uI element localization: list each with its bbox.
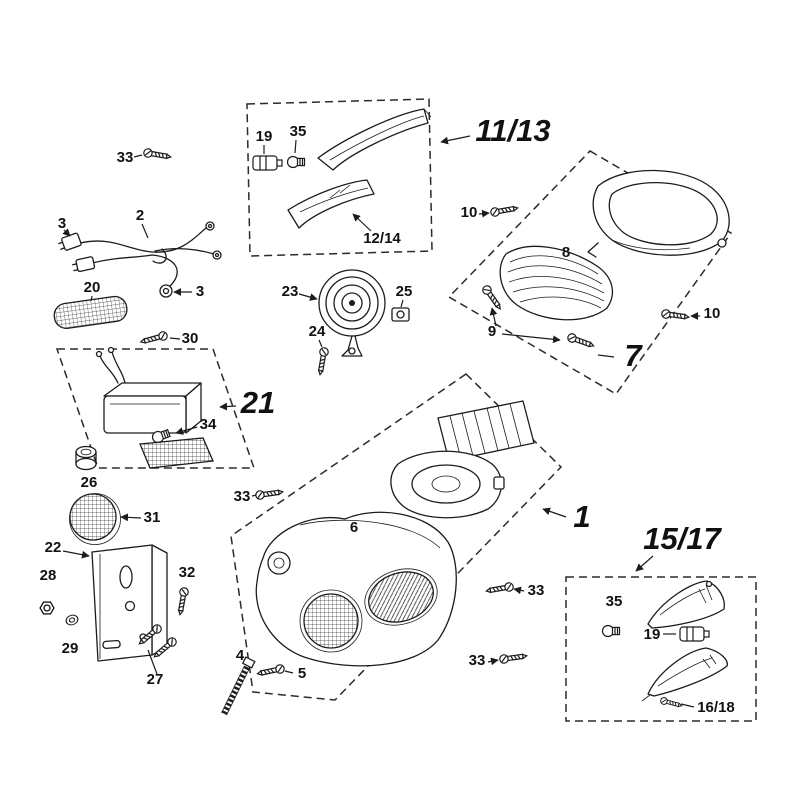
leader-15-17: [635, 555, 654, 572]
clip-25: [391, 299, 410, 322]
wiring-harness-2: [58, 221, 222, 298]
callout-4: 4: [236, 647, 245, 664]
callout-12-14: 12/14: [363, 230, 401, 247]
leader-23: [298, 293, 318, 301]
screw-10-right: [660, 308, 700, 322]
leader-31: [120, 513, 142, 522]
group-label-11-13: 11/13: [475, 113, 550, 148]
leader-12-14: [352, 213, 372, 232]
callout-35-bottom-right: 35: [606, 593, 623, 610]
callout-10-left: 10: [461, 204, 478, 221]
callout-30: 30: [182, 330, 199, 347]
callout-10-right: 10: [704, 305, 721, 322]
leader-20: [90, 295, 93, 302]
callout-5: 5: [298, 665, 306, 682]
callout-26: 26: [81, 474, 98, 491]
callout-29: 29: [62, 640, 79, 657]
group-label-1: 1: [573, 499, 590, 534]
leader-7: [597, 354, 615, 358]
group-label-21: 21: [240, 385, 275, 420]
callout-24: 24: [309, 323, 326, 340]
bulb-holder-19-bottom-right: [663, 626, 710, 642]
lens-15-17-lower: [641, 647, 728, 702]
tail-light-21: [95, 346, 214, 469]
bulb-35-bottom-right: [601, 624, 621, 638]
callout-35-top: 35: [290, 123, 307, 140]
callout-32: 32: [179, 564, 196, 581]
screws-27: [136, 622, 179, 675]
leader-22: [62, 550, 90, 559]
indicator-lens-lower: [287, 179, 375, 229]
callout-19-bottom-right: 19: [644, 626, 661, 643]
screw-24: [315, 339, 330, 376]
group-box-1: [230, 373, 563, 701]
bulb-holder-19-top: [252, 145, 283, 171]
leader-34: [175, 426, 198, 435]
group-label-15-17: 15/17: [643, 521, 722, 556]
bolt-4: [221, 656, 256, 716]
callout-25: 25: [396, 283, 413, 300]
group-box-15-17: [565, 576, 757, 722]
callout-34: 34: [200, 416, 217, 433]
grille-20: [53, 295, 128, 329]
callout-23: 23: [282, 283, 299, 300]
callout-28: 28: [40, 567, 57, 584]
indicator-lens-upper: [317, 108, 432, 171]
headlight-housing-1: [255, 511, 457, 667]
vent-panel-1: [437, 400, 535, 462]
washer-29: [64, 612, 80, 628]
leader-21: [219, 402, 237, 411]
leader-3-left: [62, 228, 71, 237]
callout-22: 22: [45, 539, 62, 556]
callout-19-top: 19: [256, 128, 273, 145]
bulb-35-top: [286, 139, 306, 169]
screw-32: [175, 586, 190, 616]
leader-11-13: [440, 135, 471, 145]
cap-26: [75, 445, 97, 471]
screw-33-top-left: [133, 147, 172, 162]
screw-5: [256, 663, 294, 679]
callout-33-right: 33: [528, 582, 545, 599]
bracket-22: [91, 544, 168, 662]
callout-2: 2: [136, 207, 144, 224]
lens-15-17-upper: [647, 580, 725, 629]
horn-23: [318, 269, 386, 357]
leader-1: [542, 507, 567, 518]
callout-8: 8: [562, 244, 570, 261]
screw-33-right: [485, 581, 525, 596]
callout-27: 27: [147, 671, 164, 688]
group-label-7: 7: [624, 338, 643, 373]
callout-6: 6: [350, 519, 358, 536]
callout-20: 20: [84, 279, 101, 296]
group-box-21: [55, 348, 256, 469]
screw-33-bottom: [487, 651, 528, 666]
callout-31: 31: [144, 509, 161, 526]
callout-3-right: 3: [196, 283, 204, 300]
group-box-11-13: [246, 98, 433, 257]
screw-33-mid: [251, 487, 284, 501]
rim-lens-7: [587, 169, 730, 258]
screw-10-left: [478, 203, 519, 218]
nut-28: [39, 601, 55, 615]
callout-33-bottom: 33: [469, 652, 486, 669]
callout-33-mid: 33: [234, 488, 251, 505]
callout-3-left: 3: [58, 215, 66, 232]
callout-16-18: 16/18: [697, 699, 735, 716]
reflector-louver-7: [499, 245, 614, 321]
leader-2: [141, 223, 149, 239]
callout-33-top-left: 33: [117, 149, 134, 166]
callout-9: 9: [488, 323, 496, 340]
screws-9: [480, 283, 596, 351]
mesh-disc-31: [69, 493, 121, 545]
reflector-unit-1: [390, 450, 505, 519]
screw-30: [139, 330, 181, 347]
screw-16-18: [659, 696, 695, 710]
